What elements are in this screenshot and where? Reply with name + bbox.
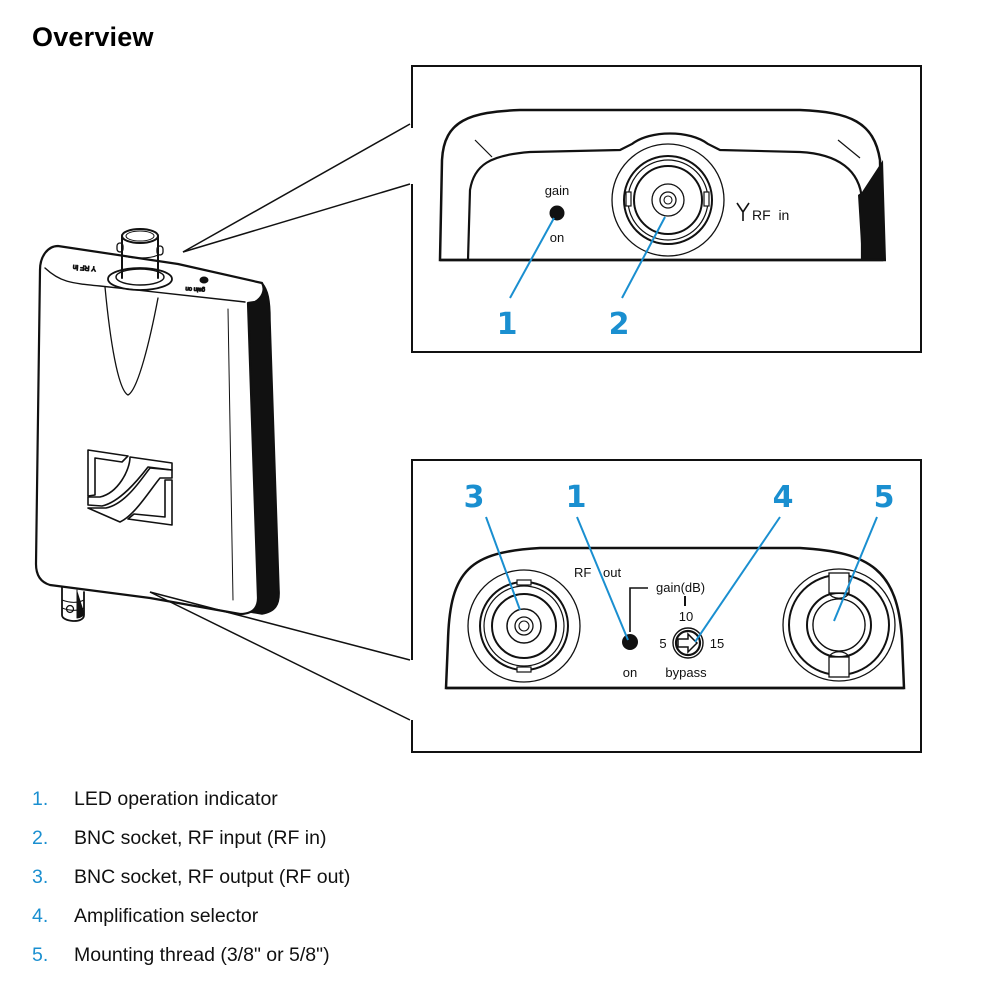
legend-number: 4.	[32, 905, 49, 927]
on-label: on	[550, 230, 564, 245]
bottom-detail-panel: RF out gain(dB) 10 5 15 on bypass 3 1 4 …	[411, 459, 922, 753]
callout-3: 3	[464, 480, 485, 515]
callout-5: 5	[874, 480, 895, 515]
legend-number: 2.	[32, 827, 49, 849]
rf-label: RF	[574, 565, 591, 580]
callout-line-2	[621, 216, 666, 299]
component-legend: 1. LED operation indicator 2. BNC socket…	[32, 780, 350, 975]
legend-number: 1.	[32, 788, 49, 810]
callout-line-1b	[576, 516, 629, 641]
callout-1: 1	[497, 307, 518, 342]
legend-text: BNC socket, RF output (RF out)	[74, 866, 351, 888]
legend-text: LED operation indicator	[74, 788, 278, 810]
rf-out-connector	[61, 586, 85, 622]
rf-in-connector	[107, 228, 173, 291]
gain-10-label: 10	[679, 609, 693, 624]
device-illustration: Y RF in gain on	[34, 228, 280, 622]
legend-text: BNC socket, RF input (RF in)	[74, 827, 327, 849]
antenna-icon	[736, 202, 750, 221]
legend-item: 4. Amplification selector	[32, 897, 350, 936]
legend-text: Mounting thread (3/8" or 5/8")	[74, 944, 330, 966]
gain-15-label: 15	[710, 636, 724, 651]
legend-text: Amplification selector	[74, 905, 259, 927]
gain-led	[549, 205, 565, 221]
leader-lines	[149, 123, 411, 721]
out-label: out	[603, 565, 621, 580]
legend-item: 2. BNC socket, RF input (RF in)	[32, 819, 350, 858]
on-label-bottom: on	[623, 665, 637, 680]
callout-line-1	[509, 217, 555, 299]
device-led	[199, 276, 209, 284]
gain-db-label: gain(dB)	[656, 580, 705, 595]
callout-line-5	[833, 516, 878, 622]
arrow-right-icon	[677, 632, 699, 654]
callout-1-bottom: 1	[566, 480, 587, 515]
callout-line-4	[694, 516, 781, 643]
page-title: Overview	[32, 22, 154, 52]
legend-item: 3. BNC socket, RF output (RF out)	[32, 858, 350, 897]
rf-in-label: RF in	[752, 207, 789, 223]
gain-label: gain	[545, 183, 570, 198]
callout-line-3	[485, 516, 521, 611]
rf-out-socket	[467, 569, 581, 683]
device-rf-in-label: Y RF in	[73, 263, 97, 272]
brand-logo-icon	[87, 449, 173, 526]
gain-5-label: 5	[659, 636, 666, 651]
rf-in-socket	[611, 143, 725, 257]
legend-item: 5. Mounting thread (3/8" or 5/8")	[32, 936, 350, 975]
top-detail-panel: gain on RF in 1 2	[411, 65, 922, 353]
status-led	[622, 634, 638, 650]
legend-number: 3.	[32, 866, 49, 888]
legend-item: 1. LED operation indicator	[32, 780, 350, 819]
callout-2: 2	[609, 307, 630, 342]
callout-4: 4	[773, 480, 794, 515]
legend-number: 5.	[32, 944, 49, 966]
bypass-label: bypass	[665, 665, 707, 680]
mounting-thread	[782, 568, 896, 682]
device-gain-label: gain on	[185, 285, 205, 292]
amplification-selector[interactable]	[672, 627, 704, 659]
